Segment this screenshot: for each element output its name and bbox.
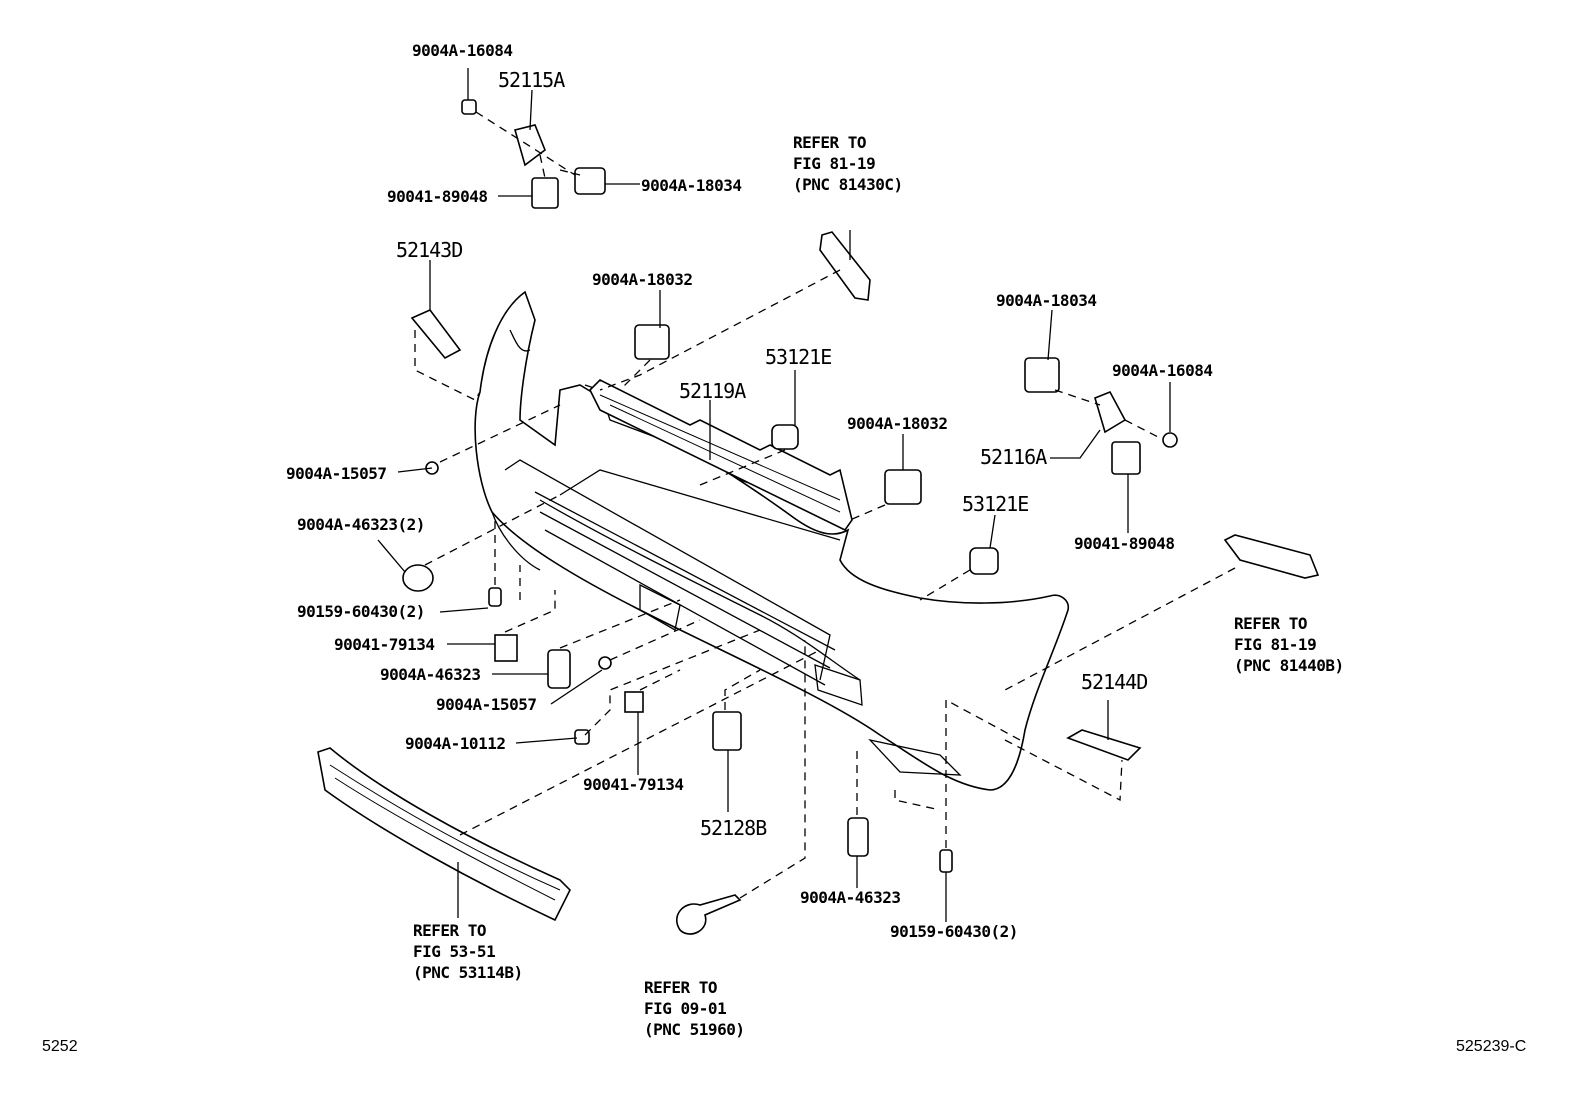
part-label-9004a-18032-right[interactable]: 9004A-18032 [847,414,948,433]
part-label-9004a-46323-2[interactable]: 9004A-46323(2) [297,515,425,534]
ref-line: FIG 09-01 [644,999,727,1018]
ref-line: (PNC 81430C) [793,175,903,194]
part-label-90041-89048-top[interactable]: 90041-89048 [387,187,488,206]
part-label-90041-79134-left[interactable]: 90041-79134 [334,635,435,654]
leader-lines [377,68,1171,922]
lower-grille[interactable] [317,747,571,922]
part-label-9004a-18034-top[interactable]: 9004A-18034 [641,176,742,195]
side-bracket-52144d[interactable] [1066,729,1142,761]
fastener-parts[interactable] [402,99,1178,935]
ref-line: FIG 53-51 [413,942,496,961]
ref-callout-81440b[interactable]: REFER TO FIG 81-19 (PNC 81440B) [1234,613,1344,676]
bracket-right-81440b[interactable] [1223,534,1320,579]
ref-callout-53114b[interactable]: REFER TO FIG 53-51 (PNC 53114B) [413,920,523,983]
part-label-53121e-bottom[interactable]: 53121E [962,492,1029,516]
part-label-52119a[interactable]: 52119A [679,379,746,403]
part-label-90159-60430-left[interactable]: 90159-60430(2) [297,602,425,621]
ref-line: FIG 81-19 [793,154,876,173]
assembly-lines [414,111,1236,899]
part-label-9004a-15057-mid[interactable]: 9004A-15057 [436,695,537,714]
part-label-9004a-15057-left[interactable]: 9004A-15057 [286,464,387,483]
ref-line: (PNC 51960) [644,1020,745,1039]
part-label-9004a-16084-top[interactable]: 9004A-16084 [412,41,513,60]
diagram-code-right: 525239-C [1456,1038,1527,1055]
ref-callout-81430c[interactable]: REFER TO FIG 81-19 (PNC 81430C) [793,132,903,195]
bracket-left-81430c[interactable] [819,231,871,301]
ref-line: FIG 81-19 [1234,635,1317,654]
side-bracket-52143d[interactable] [410,309,462,360]
ref-line: REFER TO [793,133,867,152]
part-label-9004a-46323-bottom[interactable]: 9004A-46323 [800,888,901,907]
ref-line: (PNC 81440B) [1234,656,1344,675]
ref-line: REFER TO [1234,614,1308,633]
part-label-52144d[interactable]: 52144D [1081,670,1148,694]
ref-line: REFER TO [644,978,718,997]
part-label-53121e-top[interactable]: 53121E [765,345,832,369]
part-label-9004a-18034-right[interactable]: 9004A-18034 [996,291,1097,310]
part-label-52128b[interactable]: 52128B [700,816,767,840]
part-label-9004a-46323-left[interactable]: 9004A-46323 [380,665,481,684]
part-label-90041-89048-right[interactable]: 90041-89048 [1074,534,1175,553]
part-label-52116a[interactable]: 52116A [980,445,1047,469]
ref-line: (PNC 53114B) [413,963,523,982]
part-label-90159-60430-bottom[interactable]: 90159-60430(2) [890,922,1018,941]
part-label-9004a-10112[interactable]: 9004A-10112 [405,734,506,753]
part-label-90041-79134-mid[interactable]: 90041-79134 [583,775,684,794]
part-label-52115a[interactable]: 52115A [498,68,565,92]
part-label-9004a-16084-right[interactable]: 9004A-16084 [1112,361,1213,380]
part-label-9004a-18032-left[interactable]: 9004A-18032 [592,270,693,289]
bumper-retainer[interactable] [589,379,853,532]
ref-line: REFER TO [413,921,487,940]
ref-callout-51960[interactable]: REFER TO FIG 09-01 (PNC 51960) [644,977,745,1040]
part-label-52143d[interactable]: 52143D [396,238,463,262]
diagram-code-left: 5252 [42,1038,78,1055]
